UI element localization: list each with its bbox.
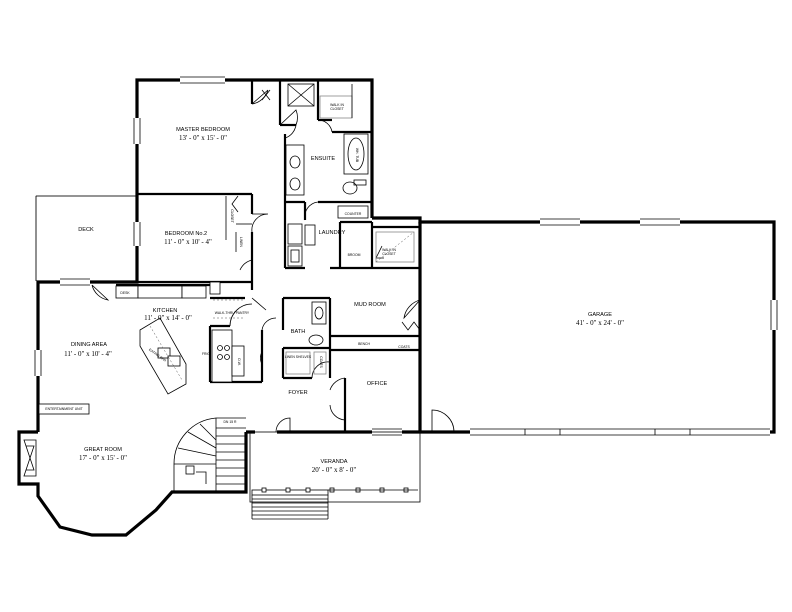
room-labels: MASTER BEDROOM 13' - 0" x 15' - 0" ENSUI…	[45, 103, 624, 474]
kitchen-fixtures	[115, 281, 245, 395]
stairs	[173, 417, 246, 492]
veranda-label: VERANDA	[320, 459, 347, 465]
dining-size: 11' - 0" x 10' - 4"	[64, 350, 112, 358]
laundry-fixtures	[225, 196, 415, 267]
bedroom2-label: BEDROOM No.2	[165, 231, 207, 237]
bath-label: BATH	[291, 329, 306, 335]
laundry-label: LAUNDRY	[319, 230, 346, 236]
bath-fixtures	[285, 301, 327, 375]
bedroom2-size: 11' - 0" x 10' - 4"	[164, 238, 212, 246]
garage-openings	[431, 218, 778, 436]
foyer-coats-label: COATS	[319, 356, 323, 368]
linen-label: LINEN	[239, 237, 243, 248]
ensuite-label: ENSUITE	[311, 156, 336, 162]
veranda	[249, 431, 421, 520]
garage-label: GARAGE	[588, 312, 612, 318]
whirlpool-label: WH. TUB	[355, 148, 359, 163]
deck-label: DECK	[78, 227, 94, 233]
kitchen-size: 11' - 0" x 14' - 0"	[144, 314, 192, 322]
garage-size: 41' - 0" x 24' - 0"	[576, 319, 624, 327]
master-bedroom-label: MASTER BEDROOM	[176, 127, 230, 133]
mud-closet-line2: CLOSET	[382, 252, 396, 256]
ensuite-fixtures	[285, 83, 369, 219]
coats-label: COATS	[398, 345, 410, 349]
stairs-label: DN 15 R	[223, 420, 237, 424]
broom-label: BROOM	[348, 253, 361, 257]
interior-walls	[116, 80, 420, 432]
great-room-size: 17' - 0" x 15' - 0"	[79, 454, 127, 462]
master-closet-line1: WALK IN	[330, 103, 344, 107]
shelves-label: LINEN SHELVES	[285, 355, 312, 359]
master-closet-line2: CLOSET	[330, 107, 344, 111]
counter-label: COUNTER	[345, 212, 362, 216]
closet-bed2-label: CLOSET	[230, 209, 234, 223]
doors	[91, 89, 421, 433]
great-room-label: GREAT ROOM	[84, 447, 122, 453]
dining-label: DINING AREA	[71, 342, 107, 348]
pantry-label: WALK-THRU PANTRY	[215, 311, 250, 315]
mud-closet-line1: WALK IN	[382, 248, 396, 252]
mud-room-label: MUD ROOM	[354, 302, 386, 308]
exterior-walls	[17, 78, 776, 537]
dw-label: D.W.	[237, 358, 241, 365]
foyer-label: FOYER	[288, 390, 307, 396]
entertainment-unit	[38, 403, 90, 415]
fridge-label: FRIG	[202, 352, 210, 356]
deck-outline	[35, 195, 136, 281]
bench-label: BENCH	[358, 342, 370, 346]
veranda-size: 20' - 0" x 8' - 0"	[312, 466, 357, 474]
fireplace	[23, 439, 37, 477]
kitchen-label: KITCHEN	[153, 308, 178, 314]
office-label: OFFICE	[367, 381, 388, 387]
desk-label: DESK	[120, 291, 130, 295]
entertainment-unit-label: ENTERTAINMENT UNIT	[45, 407, 82, 411]
master-bedroom-size: 13' - 0" x 15' - 0"	[179, 134, 227, 142]
